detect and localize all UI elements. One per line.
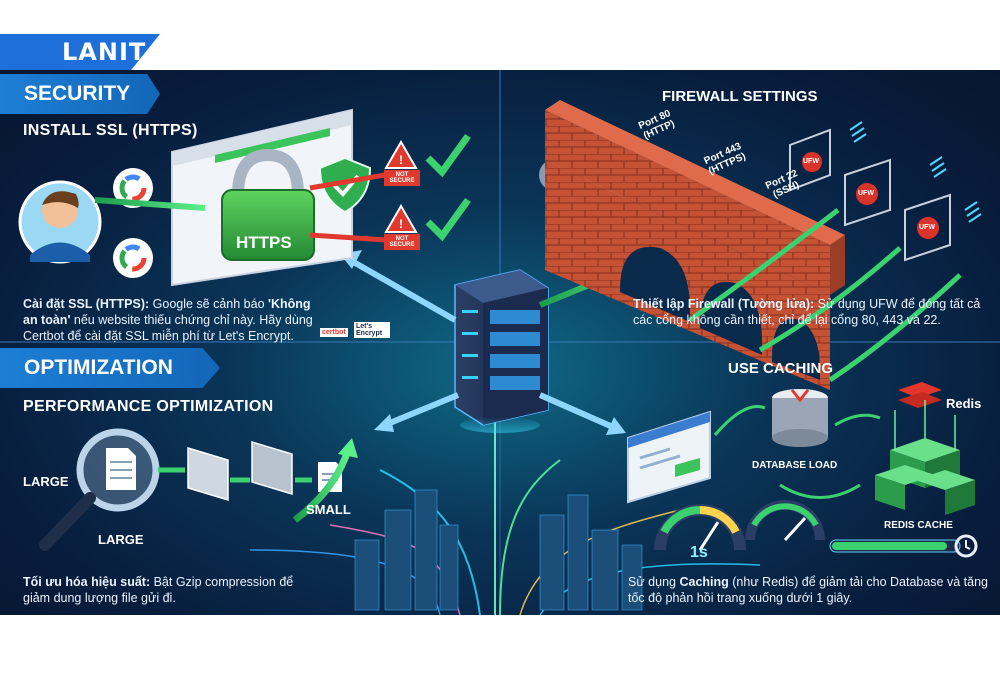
redis-logo-text: Redis (946, 396, 982, 411)
letsencrypt-logo: Let's Encrypt (354, 322, 390, 338)
poster-background: ! ! (0, 70, 1000, 615)
signal-icons (849, 121, 982, 223)
large-label-2: LARGE (98, 532, 144, 547)
optimize-arrow (292, 448, 352, 523)
svg-text:!: ! (399, 153, 403, 167)
magnifier-icon (39, 428, 160, 551)
compress-stages (158, 440, 342, 502)
firewall-arrow-2 (758, 246, 902, 353)
caching-caption: Sử dụng Caching (như Redis) để giảm tải … (628, 575, 988, 605)
large-label-1: LARGE (23, 474, 69, 489)
lock-label: HTTPS (236, 233, 292, 252)
check-icon-2 (425, 197, 471, 242)
cache-arrow (779, 483, 861, 499)
ufw-label-3: UFW (919, 224, 935, 231)
brand-banner (0, 34, 160, 70)
webpage-icon (627, 410, 711, 504)
brick-wall (545, 100, 845, 390)
db-arrow (713, 405, 766, 436)
arrow-to-lock-1 (94, 197, 206, 211)
arrow-red-1 (309, 172, 386, 191)
firewall-arrow-3 (828, 273, 962, 383)
progress-bar (829, 534, 978, 558)
not-secure-label-2: NOT SECURE (389, 236, 415, 248)
not-secure-badge-1 (384, 170, 420, 186)
brand-logo: LANIT (62, 38, 147, 66)
arrow-red-2 (309, 232, 386, 243)
db-redis-arrow (834, 413, 881, 427)
speed-gauge-icon-2 (745, 500, 825, 542)
database-icon (772, 389, 828, 447)
caching-title: USE CACHING (728, 360, 834, 377)
user-avatar (18, 180, 102, 264)
city-buildings (354, 489, 643, 611)
not-secure-badge-2 (384, 234, 420, 250)
optimization-caption: Tối ưu hóa hiệu suất: Bật Gzip compressi… (23, 575, 294, 605)
optimization-tag: OPTIMIZATION (0, 348, 220, 388)
illustration-layer: ! ! (0, 70, 1000, 615)
gauge-value: 1s (690, 544, 708, 561)
firewall-caption: Thiết lập Firewall (Tường lửa): Sử dụng … (633, 297, 981, 327)
google-icon-2 (113, 238, 153, 278)
warning-icon-2: ! (384, 203, 418, 233)
padlock-icon (221, 148, 315, 261)
firewall-title: FIREWALL SETTINGS (662, 88, 818, 105)
database-load-label: DATABASE LOAD (752, 460, 838, 471)
certbot-logo: certbot (320, 328, 348, 337)
warning-icon: ! (384, 139, 418, 169)
redis-cache-cluster (875, 400, 975, 515)
security-title: INSTALL SSL (HTTPS) (23, 122, 198, 139)
firewall-arrow-1 (688, 208, 840, 323)
not-secure-label-1: NOT SECURE (389, 172, 415, 184)
google-icon (113, 168, 153, 208)
svg-text:!: ! (399, 217, 403, 231)
ufw-label-1: UFW (803, 158, 819, 165)
redis-cache-label: REDIS CACHE (884, 520, 953, 531)
small-label: SMALL (306, 502, 351, 517)
redis-logo-icon (898, 382, 942, 408)
optimization-title: PERFORMANCE OPTIMIZATION (23, 398, 274, 415)
security-caption: Cài đặt SSL (HTTPS): Google sẽ cảnh báo … (23, 297, 313, 343)
security-tag: SECURITY (0, 74, 160, 114)
ufw-gate-icons (789, 128, 951, 262)
central-server (454, 269, 549, 433)
speed-gauge-icon (654, 504, 746, 551)
check-icon (425, 133, 471, 178)
ufw-label-2: UFW (858, 190, 874, 197)
